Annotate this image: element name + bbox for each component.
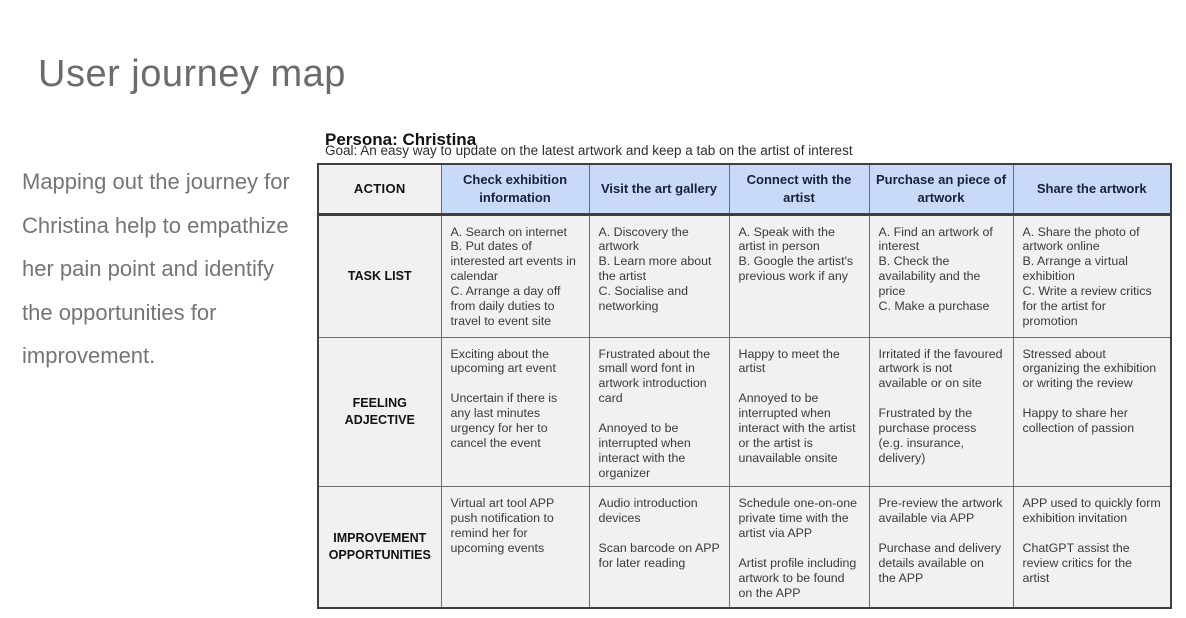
row-label-improvement: IMPROVEMENT OPPORTUNITIES [317,486,442,608]
stage-header-share-artwork: Share the artwork [1012,163,1172,216]
intro-paragraph: Mapping out the journey for Christina he… [22,169,290,368]
stage-header-connect-artist: Connect with the artist [728,163,870,216]
stage-header-purchase-artwork: Purchase an piece of artwork [868,163,1014,216]
persona-goal: Goal: An easy way to update on the lates… [325,143,853,158]
task-cell-connect-artist: A. Speak with the artist in person B. Go… [728,213,870,338]
stage-header-visit-gallery: Visit the art gallery [588,163,730,216]
feeling-cell-connect-artist: Happy to meet the artist Annoyed to be i… [728,336,870,488]
task-cell-share-artwork: A. Share the photo of artwork online B. … [1012,213,1172,338]
improvement-cell-connect-artist: Schedule one-on-one private time with th… [728,486,870,608]
task-list-row: TASK LIST A. Search on internet B. Put d… [317,213,1172,338]
feeling-cell-visit-gallery: Frustrated about the small word font in … [588,336,730,488]
page-title: User journey map [38,53,346,96]
stage-header-row: ACTION Check exhibition information Visi… [317,163,1172,216]
journey-table: ACTION Check exhibition information Visi… [317,163,1172,609]
feeling-cell-purchase-artwork: Irritated if the favoured artwork is not… [868,336,1014,488]
stage-header-check-exhibition: Check exhibition information [440,163,590,216]
task-cell-purchase-artwork: A. Find an artwork of interest B. Check … [868,213,1014,338]
improvement-cell-purchase-artwork: Pre-review the artwork available via APP… [868,486,1014,608]
feeling-cell-check-exhibition: Exciting about the upcoming art event Un… [440,336,590,488]
task-cell-visit-gallery: A. Discovery the artwork B. Learn more a… [588,213,730,338]
row-label-feeling: FEELING ADJECTIVE [317,336,442,488]
row-label-task-list: TASK LIST [317,213,442,338]
corner-action-header: ACTION [317,163,442,216]
persona-heading: Persona: Christina [325,130,477,150]
feeling-cell-share-artwork: Stressed about organizing the exhibition… [1012,336,1172,488]
improvement-row: IMPROVEMENT OPPORTUNITIES Virtual art to… [317,486,1172,608]
task-cell-check-exhibition: A. Search on internet B. Put dates of in… [440,213,590,338]
improvement-cell-check-exhibition: Virtual art tool APP push notification t… [440,486,590,608]
feeling-row: FEELING ADJECTIVE Exciting about the upc… [317,336,1172,488]
improvement-cell-share-artwork: APP used to quickly form exhibition invi… [1012,486,1172,608]
improvement-cell-visit-gallery: Audio introduction devices Scan barcode … [588,486,730,608]
